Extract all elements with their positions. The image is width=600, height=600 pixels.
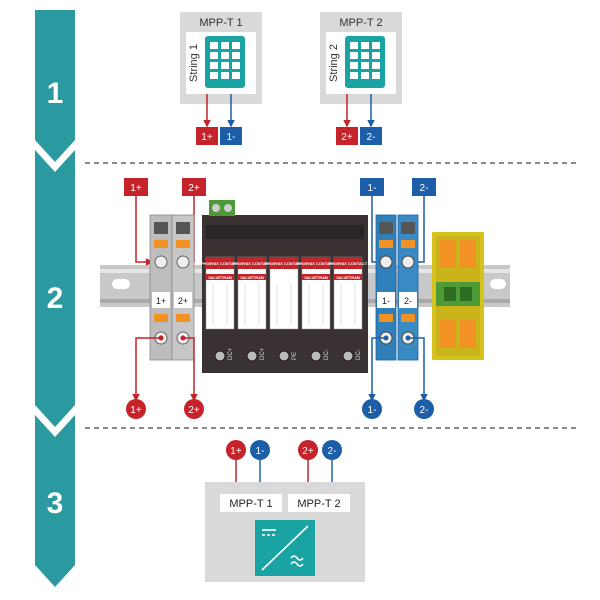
surge-protector: PHOENIX CONTACT VALVETRAB DC+ PHOENIX CO…	[201, 200, 368, 373]
top-tag-label: 1+	[130, 183, 142, 194]
string-label: String 1	[188, 44, 200, 82]
screw-terminal-icon	[209, 200, 235, 216]
terminal-block-plus: 1+ 2+	[149, 214, 195, 361]
string-label: String 2	[328, 44, 340, 82]
mppt-box-2: MPP-T 2 String 2 2+ 2-	[320, 12, 402, 145]
top-tag-2-minus	[412, 178, 436, 196]
step-1-chevron	[35, 10, 75, 162]
step-3-number: 3	[47, 487, 64, 520]
step-1-number: 1	[47, 77, 64, 110]
bottom-tag-label: 1+	[130, 405, 142, 416]
spd-product: VALVETRAB	[208, 275, 232, 280]
inverter-input-tag-label: 2-	[328, 446, 337, 457]
spd-terminal-label: DC-	[356, 349, 362, 360]
mppt-box-title: MPP-T 1	[199, 17, 242, 29]
plus-tag	[336, 127, 358, 145]
spd-product: VALVETRAB	[304, 275, 328, 280]
step-2-chevron	[35, 150, 75, 427]
terminal-block-minus: 1- 2-	[375, 214, 419, 361]
spd-module: PHOENIX CONTACT VALVETRAB DC-	[329, 256, 368, 362]
inverter-input-label: MPP-T 2	[297, 498, 340, 510]
plus-tag-label: 2+	[341, 132, 353, 143]
spd-brand: PHOENIX CONTACT	[201, 261, 240, 266]
spd-brand: PHOENIX CONTACT	[297, 261, 336, 266]
plus-tag-label: 1+	[201, 132, 213, 143]
solar-panel-icon	[345, 36, 385, 88]
bottom-tag-1-plus	[126, 399, 146, 419]
bottom-tag-1-minus	[362, 399, 382, 419]
minus-tag	[360, 127, 382, 145]
din-rail-assembly: 1+ 2+ 1- 2- 1+ 2+	[100, 178, 510, 419]
bottom-tag-label: 2+	[188, 405, 200, 416]
spd-terminal-label: PE	[292, 352, 298, 360]
inverter-input-2	[288, 494, 350, 512]
spd-brand: PHOENIX CONTACT	[233, 261, 272, 266]
bottom-tag-label: 1-	[368, 405, 377, 416]
spd-brand: PHOENIX CONTACT	[265, 261, 304, 266]
inverter-input-tag	[298, 440, 318, 460]
top-tag-1-minus	[360, 178, 384, 196]
spd-brand: PHOENIX CONTACT	[329, 261, 368, 266]
minus-tag-label: 2-	[367, 132, 376, 143]
terminal-label: 1+	[156, 296, 166, 306]
inverter-input-tag-label: 2+	[302, 446, 314, 457]
inverter-input-1	[220, 494, 282, 512]
inverter-input-tag	[322, 440, 342, 460]
spd-module: PHOENIX CONTACT PE	[265, 256, 304, 362]
spd-terminal-label: DC+	[260, 347, 266, 360]
mppt-box-1: MPP-T 1 String 1 1+ 1-	[180, 12, 262, 145]
spd-product: VALVETRAB	[272, 275, 296, 280]
inverter-input-tag-label: 1+	[230, 446, 242, 457]
step-2-number: 2	[47, 282, 64, 315]
step-3-chevron	[35, 415, 75, 587]
inverter-input-tag	[250, 440, 270, 460]
terminal-label: 2+	[178, 296, 188, 306]
terminal-label: 1-	[382, 296, 390, 306]
step-chevron-column: 1 2 3	[35, 10, 75, 587]
spd-module: PHOENIX CONTACT VALVETRAB DC-	[297, 256, 336, 362]
ground-terminal-block	[432, 232, 484, 360]
minus-tag-label: 1-	[227, 132, 236, 143]
top-tag-2-plus	[182, 178, 206, 196]
spd-module: PHOENIX CONTACT VALVETRAB DC+	[233, 256, 272, 362]
inverter-input-tag	[226, 440, 246, 460]
plus-tag	[196, 127, 218, 145]
bottom-tag-2-minus	[414, 399, 434, 419]
spd-product: VALVETRAB	[336, 275, 360, 280]
top-tag-label: 2-	[420, 183, 429, 194]
spd-product: VALVETRAB	[240, 275, 264, 280]
bottom-tag-2-plus	[184, 399, 204, 419]
dc-ac-converter-icon	[255, 520, 315, 576]
mppt-box-title: MPP-T 2	[339, 17, 382, 29]
inverter: 1+ 1- 2+ 2- MPP-T 1 MPP-T 2	[205, 440, 365, 582]
inverter-input-tag-label: 1-	[256, 446, 265, 457]
terminal-label: 2-	[404, 296, 412, 306]
top-tag-label: 1-	[368, 183, 377, 194]
minus-tag	[220, 127, 242, 145]
inverter-input-label: MPP-T 1	[229, 498, 272, 510]
solar-panel-icon	[205, 36, 245, 88]
spd-module: PHOENIX CONTACT VALVETRAB DC+	[201, 256, 240, 362]
top-tag-1-plus	[124, 178, 148, 196]
top-tag-label: 2+	[188, 183, 200, 194]
spd-terminal-label: DC+	[228, 347, 234, 360]
spd-terminal-label: DC-	[324, 349, 330, 360]
bottom-tag-label: 2-	[420, 405, 429, 416]
